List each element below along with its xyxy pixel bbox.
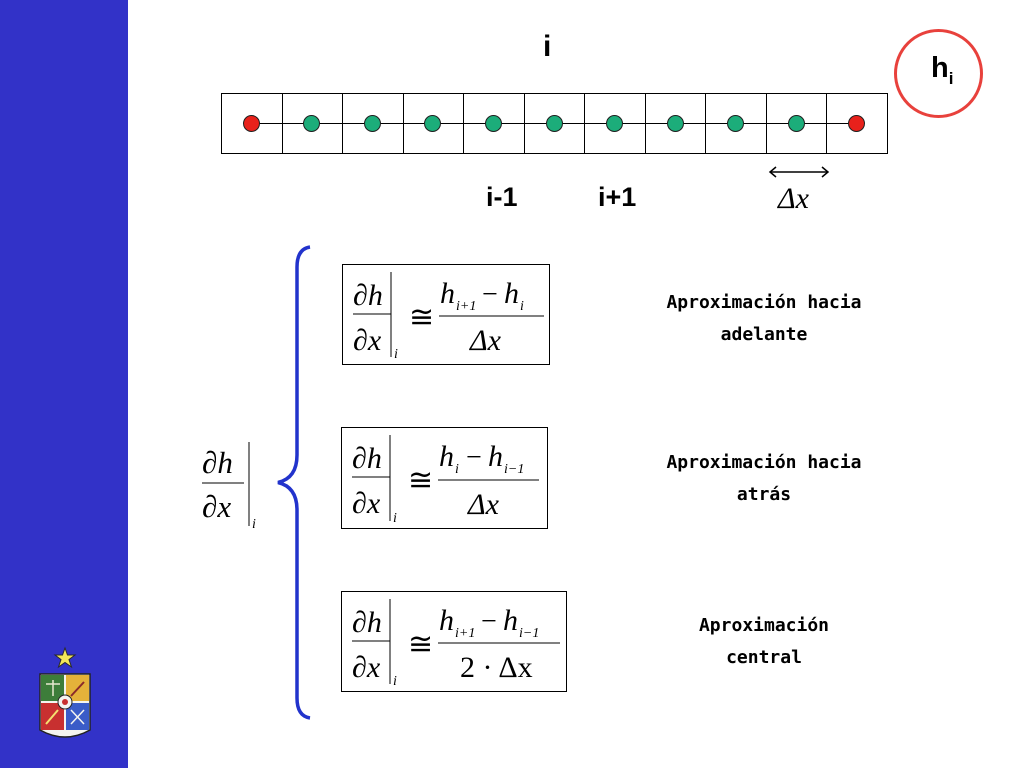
forward-description-line1: Aproximación hacia: [666, 292, 862, 313]
fwd-term1-sub: i+1: [456, 299, 476, 314]
university-crest-icon: [39, 646, 91, 738]
interior-node-dot: [424, 115, 442, 132]
bwd-approx-symbol: ≅: [408, 464, 433, 497]
backward-difference-formula: ∂h ∂x i ≅ h i − h i−1 Δx: [341, 427, 548, 529]
bwd-denominator: Δx: [467, 488, 500, 521]
central-description-line2: central: [726, 647, 802, 668]
bwd-term1-h: h: [439, 440, 454, 473]
index-label-i-plus-1: i+1: [598, 182, 637, 212]
fwd-term2-h: h: [504, 277, 519, 310]
spacing-label: Δx: [778, 182, 809, 215]
bwd-minus: −: [466, 442, 482, 473]
curly-brace-icon: [277, 245, 311, 720]
central-description-line1: Aproximación: [698, 615, 830, 636]
bwd-lhs-numerator: ∂h: [352, 442, 382, 475]
forward-difference-formula: ∂h ∂x i ≅ h i+1 − h i Δx: [342, 264, 550, 365]
fwd-denominator: Δx: [469, 324, 502, 357]
interior-node-dot: [787, 115, 805, 132]
bwd-eval-subscript: i: [393, 511, 397, 526]
derivative-lhs: ∂h ∂x i: [202, 442, 256, 532]
h-sub-i-base: h: [931, 52, 949, 84]
forward-description-line2: adelante: [720, 324, 808, 345]
index-label-i-minus-1: i-1: [486, 182, 518, 212]
boundary-node-dot: [242, 115, 260, 132]
interior-node-dot: [363, 115, 381, 132]
fwd-approx-symbol: ≅: [409, 301, 434, 334]
fwd-term2-sub: i: [520, 299, 524, 314]
central-difference-formula: ∂h ∂x i ≅ h i+1 − h i−1 2 · Δx: [341, 591, 567, 692]
fwd-term1-h: h: [440, 277, 455, 310]
fwd-minus: −: [482, 279, 498, 310]
index-label-i: i: [543, 30, 552, 63]
interior-node-dot: [545, 115, 563, 132]
cen-approx-symbol: ≅: [408, 628, 433, 661]
cen-term2-sub: i−1: [519, 626, 539, 641]
h-sub-i-label: hi: [931, 52, 953, 89]
boundary-node-dot: [848, 115, 866, 132]
cen-denominator: 2 · Δx: [460, 651, 533, 684]
grid-cell: [826, 93, 888, 154]
bwd-term2-sub: i−1: [504, 462, 524, 477]
fwd-lhs-denominator: ∂x: [353, 324, 382, 357]
interior-node-dot: [666, 115, 684, 132]
forward-description: Aproximación hacia adelante: [628, 287, 900, 351]
left-sidebar-band: [0, 0, 128, 768]
lhs-denominator: ∂x: [202, 489, 231, 524]
cen-term2-h: h: [503, 604, 518, 637]
central-description: Aproximación central: [658, 610, 870, 674]
bwd-term1-sub: i: [455, 462, 459, 477]
lhs-numerator: ∂h: [202, 445, 233, 480]
interior-node-dot: [727, 115, 745, 132]
cen-eval-subscript: i: [393, 674, 397, 689]
h-sub-i-subscript: i: [948, 68, 954, 88]
bwd-lhs-denominator: ∂x: [352, 487, 381, 520]
cen-lhs-denominator: ∂x: [352, 651, 381, 684]
interior-node-dot: [303, 115, 321, 132]
cen-term1-h: h: [439, 604, 454, 637]
backward-description: Aproximación hacia atrás: [628, 447, 900, 511]
lhs-eval-subscript: i: [252, 517, 256, 532]
backward-description-line1: Aproximación hacia: [666, 452, 862, 473]
fwd-eval-subscript: i: [394, 347, 398, 362]
spacing-double-arrow-icon: [768, 166, 830, 178]
interior-node-dot: [606, 115, 624, 132]
backward-description-line2: atrás: [736, 484, 792, 505]
cen-term1-sub: i+1: [455, 626, 475, 641]
cen-lhs-numerator: ∂h: [352, 606, 382, 639]
bwd-term2-h: h: [488, 440, 503, 473]
fwd-lhs-numerator: ∂h: [353, 279, 383, 312]
cen-minus: −: [481, 606, 497, 637]
interior-node-dot: [484, 115, 502, 132]
highlight-circle: [894, 29, 983, 118]
